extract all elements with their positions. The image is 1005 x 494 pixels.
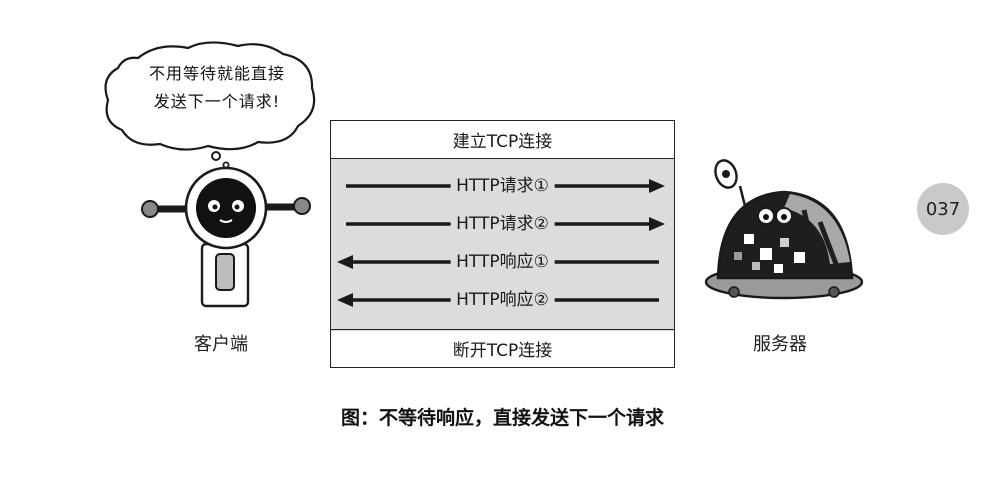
- message-row: HTTP请求①: [331, 173, 674, 199]
- message-area: HTTP请求① HTTP请求② HTTP响应①: [331, 159, 674, 331]
- speech-bubble-icon: [104, 41, 316, 168]
- message-label: HTTP响应①: [450, 249, 555, 275]
- client-label: 客户端: [194, 334, 248, 355]
- message-row: HTTP响应②: [331, 287, 674, 313]
- client-robot-icon: [141, 166, 311, 308]
- page-number-badge: 037: [917, 183, 969, 235]
- figure-caption: 图：不等待响应，直接发送下一个请求: [340, 407, 664, 429]
- message-label: HTTP响应②: [450, 287, 555, 313]
- tcp-close-label: 断开TCP连接: [331, 329, 674, 367]
- message-label: HTTP请求②: [450, 211, 555, 237]
- tcp-connection-box: 建立TCP连接 HTTP请求① HTTP请求②: [330, 120, 675, 368]
- server-label: 服务器: [753, 334, 807, 355]
- tcp-open-label: 建立TCP连接: [331, 121, 674, 159]
- message-row: HTTP响应①: [331, 249, 674, 275]
- message-label: HTTP请求①: [450, 173, 555, 199]
- speech-line-1: 不用等待就能直接: [148, 64, 285, 83]
- speech-line-2: 发送下一个请求!: [153, 92, 281, 111]
- speech-bubble-text: 不用等待就能直接 发送下一个请求!: [128, 60, 306, 116]
- server-robot-icon: [704, 159, 864, 300]
- message-row: HTTP请求②: [331, 211, 674, 237]
